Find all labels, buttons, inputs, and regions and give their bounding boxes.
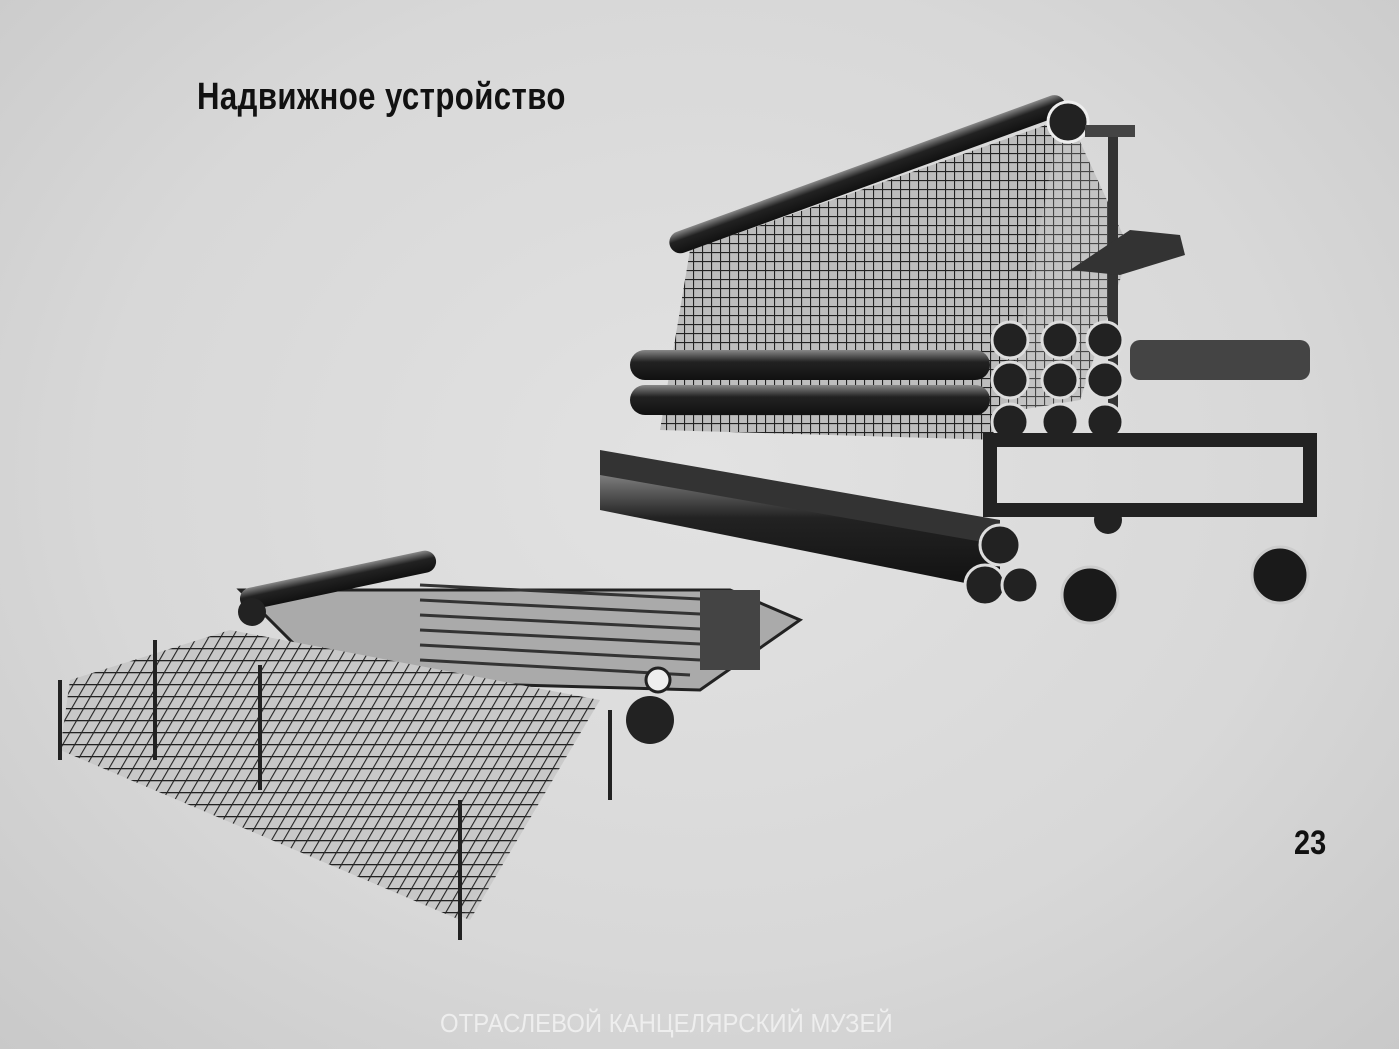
feed-roller (239, 550, 437, 610)
bottom-roller-ends (963, 523, 1040, 607)
roll-stack (630, 340, 1310, 415)
side-housing (700, 590, 760, 670)
hub (1094, 506, 1122, 534)
support-posts (58, 640, 612, 940)
frame-post (1108, 125, 1118, 445)
bottom-roller (600, 470, 1000, 590)
top-roller (669, 95, 1066, 254)
watermark: ОТРАСЛЕВОЙ КАНЦЕЛЯРСКИЙ МУЗЕЙ (440, 1008, 893, 1038)
gauge (644, 666, 672, 694)
base-frame (983, 433, 1317, 517)
feed-roller-end (238, 598, 266, 626)
upper-machine-illustration (600, 95, 1317, 625)
lower-machine-illustration (58, 550, 804, 940)
lever-arm (1070, 230, 1185, 275)
roll-ends (990, 320, 1125, 442)
frame-bracket (1085, 125, 1135, 137)
drive-wheel (626, 696, 674, 744)
page-number: 23 (1294, 824, 1327, 862)
slide-title: Надвижное устройство (197, 76, 566, 118)
roller-end (1046, 100, 1090, 144)
wheels (1060, 545, 1310, 625)
bottom-roller-top (600, 450, 1000, 545)
conveyor-slats (419, 583, 721, 677)
